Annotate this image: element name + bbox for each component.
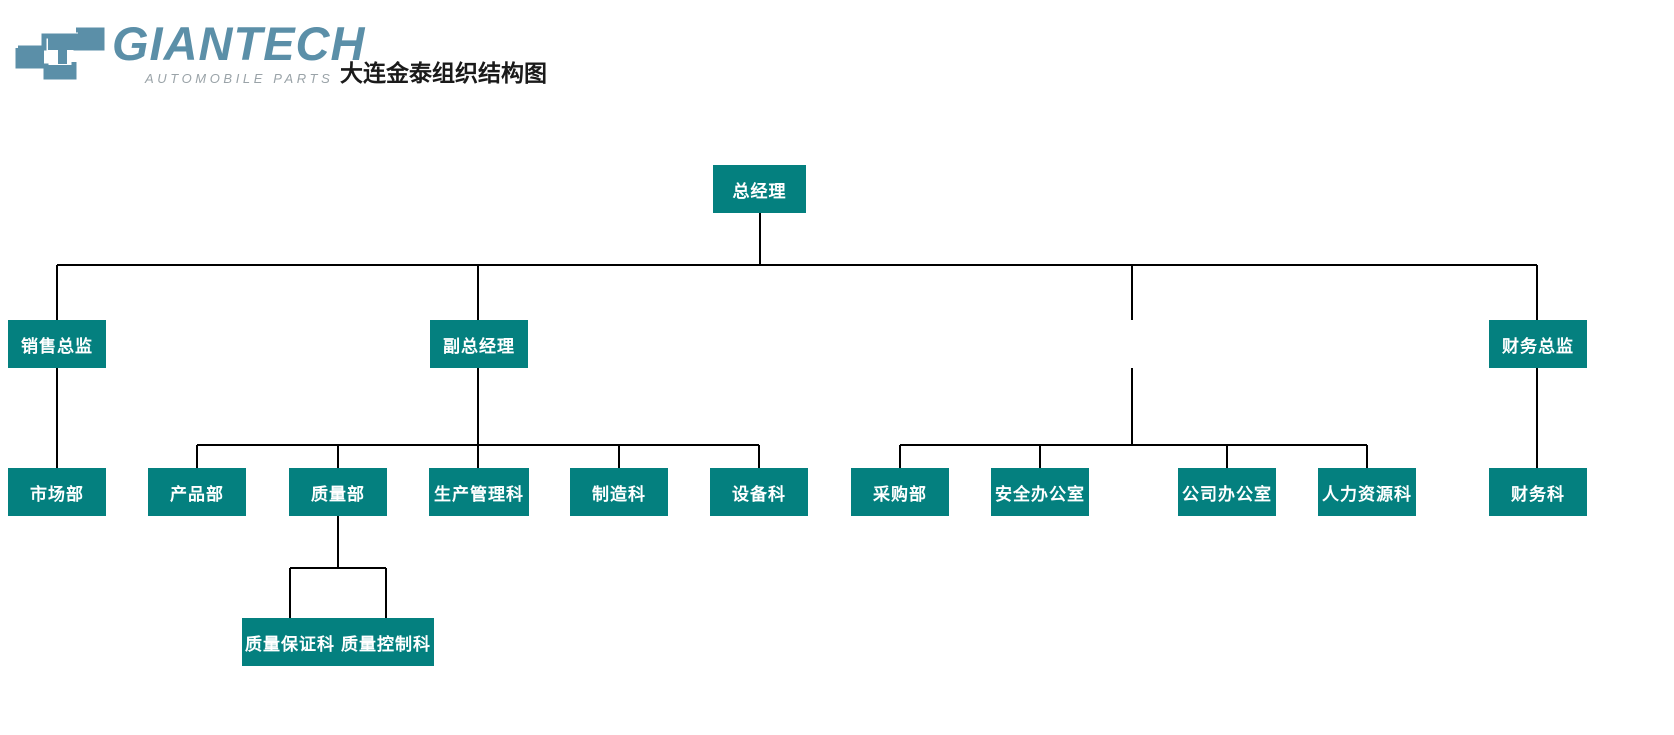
org-node-label: 产品部: [170, 484, 224, 505]
org-node-n17[interactable]: 质量控制科: [338, 618, 434, 666]
org-node-label: 公司办公室: [1182, 484, 1272, 505]
org-node-label: 生产管理科: [434, 484, 524, 505]
org-node-label: 安全办公室: [995, 484, 1085, 505]
org-node-n6[interactable]: 产品部: [148, 468, 246, 516]
company-logo: GIANTECH AUTOMOBILE PARTS: [14, 18, 364, 96]
org-node-label: 副总经理: [443, 336, 515, 357]
org-node-n11[interactable]: 采购部: [851, 468, 949, 516]
org-node-n3[interactable]: 副总经理: [430, 320, 528, 368]
org-node-label: 制造科: [592, 484, 646, 505]
org-node-n16[interactable]: 质量保证科: [242, 618, 338, 666]
org-node-n10[interactable]: 设备科: [710, 468, 808, 516]
org-node-label: 人力资源科: [1322, 484, 1412, 505]
org-node-n14[interactable]: 人力资源科: [1318, 468, 1416, 516]
org-node-label: 财务科: [1511, 484, 1565, 505]
org-node-label: 销售总监: [21, 336, 93, 357]
org-node-label: 质量控制科: [341, 634, 431, 655]
org-node-n7[interactable]: 质量部: [289, 468, 387, 516]
org-node-n15[interactable]: 财务科: [1489, 468, 1587, 516]
giantech-logo-mark-icon: [15, 27, 105, 80]
org-node-n9[interactable]: 制造科: [570, 468, 668, 516]
org-node-n5[interactable]: 市场部: [8, 468, 106, 516]
org-node-label: 市场部: [30, 484, 84, 505]
page-header: GIANTECH AUTOMOBILE PARTS 大连金泰组织结构图: [0, 0, 1674, 120]
org-node-label: 质量保证科: [245, 634, 335, 655]
org-node-n12[interactable]: 安全办公室: [991, 468, 1089, 516]
org-node-n8[interactable]: 生产管理科: [429, 468, 529, 516]
org-node-label: 设备科: [732, 484, 786, 505]
page-title: 大连金泰组织结构图: [340, 60, 547, 87]
org-node-n2[interactable]: 销售总监: [8, 320, 106, 368]
org-node-label: 总经理: [732, 181, 787, 202]
org-node-n13[interactable]: 公司办公室: [1178, 468, 1276, 516]
logo-tagline: AUTOMOBILE PARTS: [145, 71, 334, 86]
org-node-label: 财务总监: [1502, 336, 1574, 357]
org-node-label: 质量部: [311, 484, 365, 505]
logo-wordmark: GIANTECH: [112, 17, 366, 70]
org-node-n1[interactable]: 总经理: [713, 165, 806, 213]
org-node-label: 采购部: [873, 484, 927, 505]
org-node-n4[interactable]: 财务总监: [1489, 320, 1587, 368]
